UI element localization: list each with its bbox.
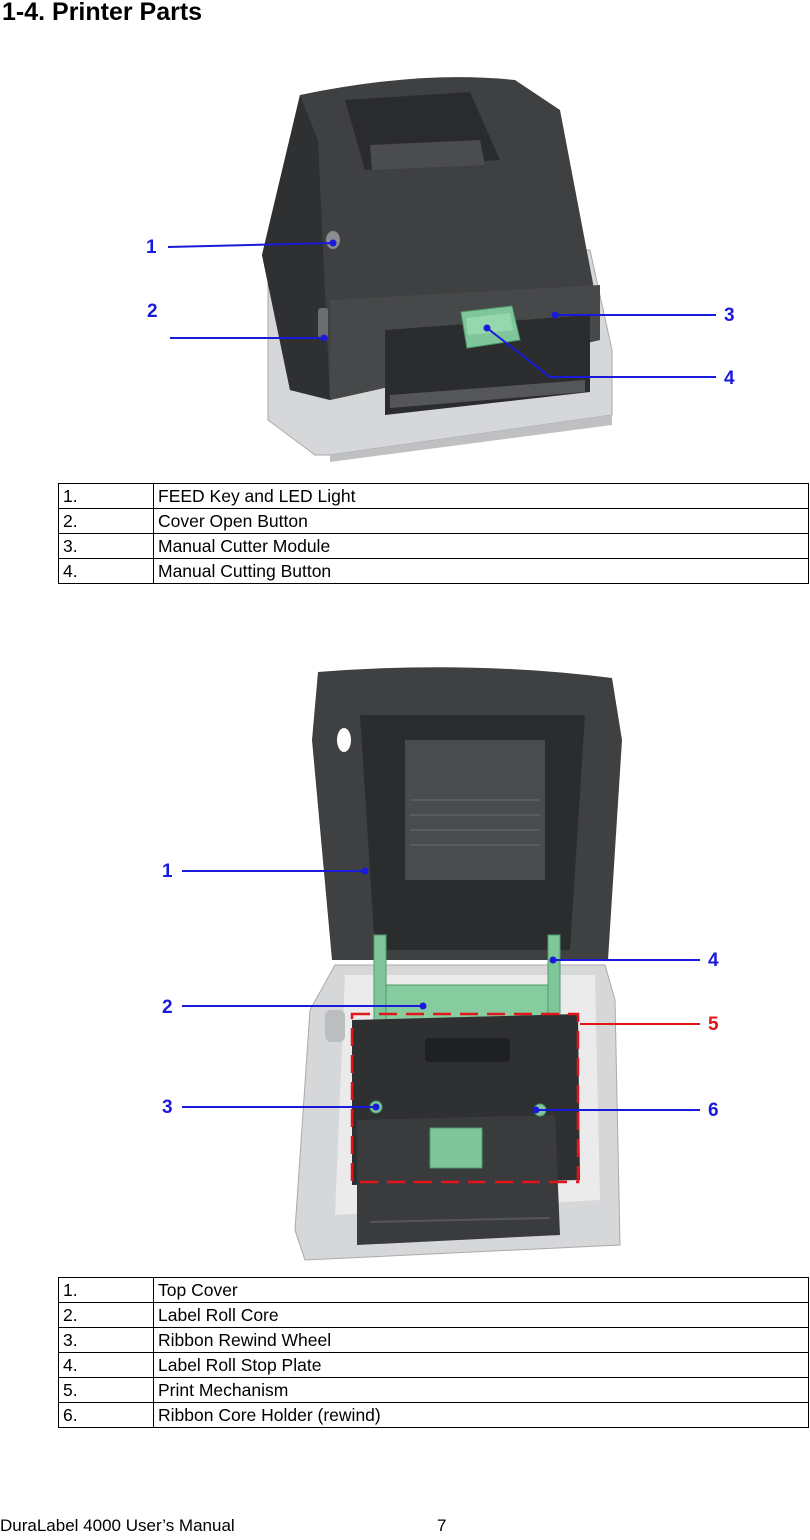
table-row: 3.Ribbon Rewind Wheel [58,1327,809,1353]
parts-table-1: 1.FEED Key and LED Light 2.Cover Open Bu… [58,483,809,584]
callout-4-dot [549,956,557,964]
table-row: 2.Label Roll Core [58,1302,809,1328]
table-row: 3.Manual Cutter Module [58,533,809,559]
table-row: 6.Ribbon Core Holder (rewind) [58,1402,809,1428]
callout-4-label: 4 [724,368,735,389]
printer-closed-figure: 1 2 3 4 [130,62,810,462]
print-mechanism-highlight [350,1012,580,1184]
callout-1-line [167,242,334,248]
callout-1-dot [329,239,337,247]
callout-3-label: 3 [162,1097,173,1118]
manual-title: DuraLabel 4000 User’s Manual [0,1516,235,1535]
table-row: 2.Cover Open Button [58,508,809,534]
callout-6-label: 6 [708,1100,719,1121]
table-row: 5.Print Mechanism [58,1377,809,1403]
callout-1-label: 1 [162,861,173,882]
page-title: 1-4. Printer Parts [2,0,203,26]
callout-4-line [486,327,716,378]
callout-3-label: 3 [724,305,735,326]
table-row: 1.Top Cover [58,1277,809,1303]
callout-3-dot [551,311,559,319]
callout-6-dot [532,1106,540,1114]
page-number: 7 [437,1516,447,1535]
callout-4-label: 4 [708,950,719,971]
callout-4-dot [483,324,491,332]
table-row: 4.Label Roll Stop Plate [58,1352,809,1378]
callout-2-dot [419,1002,427,1010]
parts-table-2: 1.Top Cover 2.Label Roll Core 3.Ribbon R… [58,1277,809,1428]
callout-2-label: 2 [162,997,173,1018]
callout-3-dot [372,1103,380,1111]
table-row: 1.FEED Key and LED Light [58,483,809,509]
callout-2-dot [320,334,328,342]
callout-5-label: 5 [708,1014,719,1035]
callout-2-label: 2 [147,301,158,322]
printer-open-figure: 1 2 3 4 5 6 [150,660,810,1270]
callout-1-label: 1 [146,237,157,258]
table-row: 4.Manual Cutting Button [58,558,809,584]
callout-1-dot [361,867,369,875]
